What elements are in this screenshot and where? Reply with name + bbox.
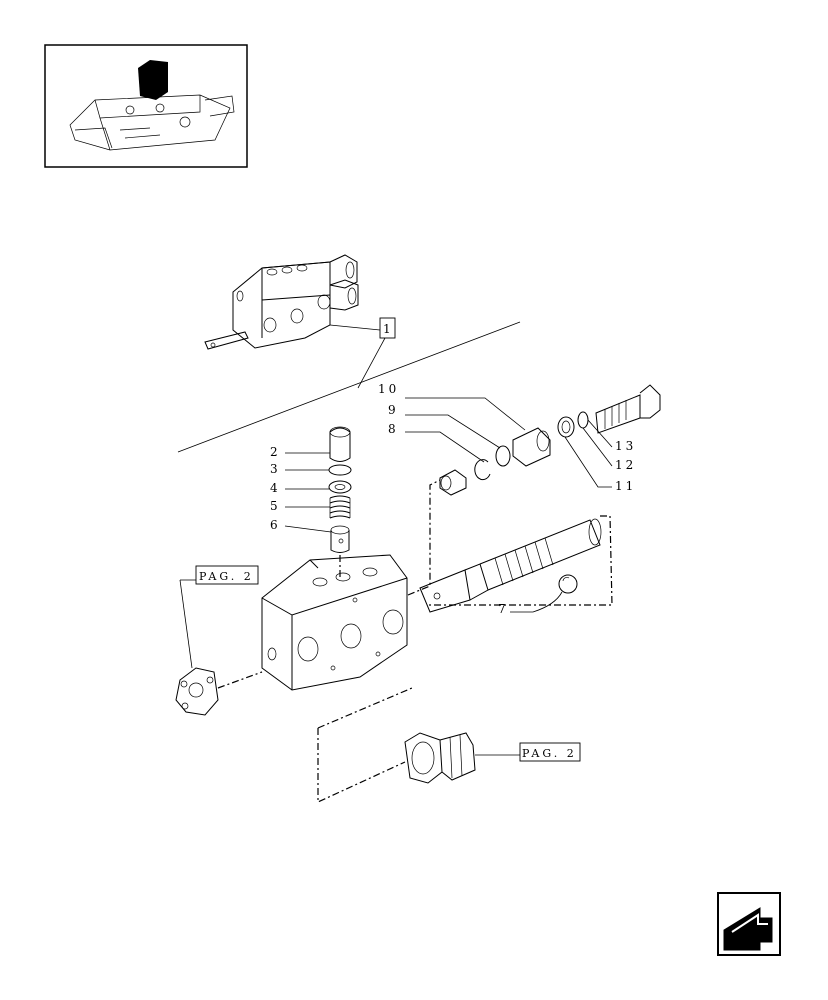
- part-label-11: 11: [615, 479, 636, 493]
- part-label-13: 13: [615, 439, 636, 453]
- next-page-arrow-icon[interactable]: [717, 892, 781, 956]
- part-label-3: 3: [270, 462, 281, 476]
- part-label-9: 9: [388, 403, 399, 417]
- part-label-6: 6: [270, 518, 281, 532]
- reference-bottom: PAG. 2: [475, 742, 581, 762]
- callout-1: 1: [329, 317, 396, 389]
- leaders-8-13: 10 9 8 13 12 11: [378, 382, 636, 493]
- end-cap-parts: [439, 384, 661, 496]
- leaders-2-6: 2 3 4 5 6: [270, 445, 332, 533]
- page-ref-left: PAG. 2: [199, 570, 254, 583]
- part-label-2: 2: [270, 445, 281, 459]
- assembly-centerlines: [217, 479, 613, 803]
- assembled-valve-illustration: [204, 254, 359, 350]
- part-label-10: 10: [378, 382, 399, 396]
- valve-body: [261, 554, 408, 691]
- reference-left: PAG. 2: [179, 565, 259, 669]
- tractor-lift-thumbnail: [69, 60, 235, 151]
- spool: [419, 518, 602, 613]
- part-label-5: 5: [270, 499, 281, 513]
- part-label-7: 7: [498, 602, 509, 616]
- part-label-8: 8: [388, 422, 399, 436]
- left-cover: [175, 667, 219, 716]
- poppet-stack: [328, 426, 352, 578]
- page-ref-bottom: PAG. 2: [522, 747, 577, 760]
- part-label-12: 12: [615, 458, 636, 472]
- section-separator-line: [177, 321, 521, 453]
- part-label-4: 4: [270, 481, 281, 495]
- thumbnail-frame: [44, 44, 248, 168]
- bottom-flange: [404, 732, 476, 784]
- part-label-1: 1: [383, 322, 394, 336]
